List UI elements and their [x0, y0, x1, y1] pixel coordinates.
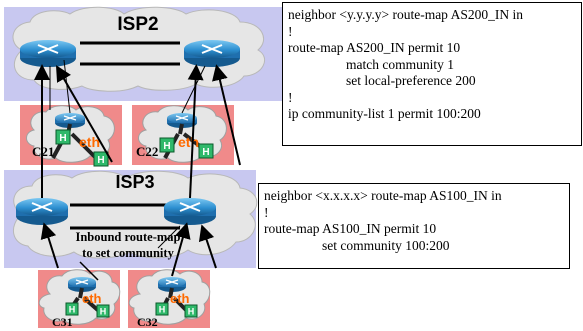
- c31-label: C31: [52, 315, 73, 329]
- config-isp2-line-6: ip community-list 1 permit 100:200: [288, 106, 481, 121]
- svg-text:H: H: [97, 155, 104, 166]
- arrow-c32-isp3: [171, 222, 191, 277]
- arrow-c22-isp2: [212, 64, 241, 166]
- c21-eth-label: eth: [79, 134, 100, 150]
- arrow-isp3right-isp2: [187, 64, 204, 199]
- svg-text:H: H: [69, 305, 76, 315]
- svg-text:H: H: [188, 307, 195, 317]
- config-isp2-line-2: route-map AS200_IN permit 10: [288, 40, 461, 55]
- svg-text:H: H: [100, 307, 107, 317]
- customer-c21: H H eth C21: [20, 105, 122, 167]
- config-isp3-line-2: route-map AS100_IN permit 10: [264, 221, 437, 236]
- svg-text:H: H: [163, 141, 170, 152]
- isp2-label: ISP2: [117, 14, 158, 35]
- isp3-label: ISP3: [115, 172, 154, 192]
- config-isp3-line-0: neighbor <x.x.x.x> route-map AS100_IN in: [264, 188, 502, 203]
- customer-c31: H H eth C31: [38, 269, 121, 329]
- c22-label: C22: [136, 144, 158, 159]
- config-box-isp3: neighbor <x.x.x.x> route-map AS100_IN in…: [258, 183, 570, 269]
- svg-text:H: H: [202, 147, 209, 158]
- annotation-line2: to set community: [82, 246, 174, 260]
- isp2-router-right: [184, 40, 240, 67]
- arrow-c31-isp3: [40, 222, 59, 269]
- customer-c22: H H eth C22: [132, 105, 234, 165]
- link-c31-isp3: [79, 261, 99, 281]
- config-isp2-line-3: match community 1: [346, 56, 454, 72]
- isp3-router-left: [16, 198, 68, 225]
- c32-label: C32: [137, 315, 158, 329]
- c31-eth-label: eth: [82, 291, 102, 306]
- customer-c32: H H eth C32: [128, 269, 211, 329]
- c22-eth-label: eth: [178, 134, 199, 150]
- config-isp2-line-1: !: [288, 23, 293, 39]
- isp3-router-right: [164, 198, 216, 225]
- config-isp2-line-0: neighbor <y.y.y.y> route-map AS200_IN in: [288, 7, 523, 22]
- config-isp2-line-5: !: [288, 89, 293, 105]
- annotation-line1: Inbound route-map: [75, 230, 180, 244]
- config-isp2-line-4: set local-preference 200: [346, 73, 476, 88]
- annotation-pointer: [157, 225, 181, 249]
- isp3-cloud: [13, 170, 258, 259]
- c21-label: C21: [32, 144, 54, 159]
- svg-text:H: H: [159, 305, 166, 315]
- arrow-c21-isp2: [55, 65, 113, 163]
- config-box-isp2: neighbor <y.y.y.y> route-map AS200_IN in…: [282, 2, 582, 146]
- config-isp3-line-1: !: [264, 204, 269, 220]
- isp2-router-left: [20, 40, 76, 67]
- svg-text:H: H: [59, 133, 66, 144]
- arrow-c32b-isp3: [198, 224, 217, 269]
- config-isp3-line-3: set community 100:200: [322, 237, 450, 253]
- c32-eth-label: eth: [170, 291, 190, 306]
